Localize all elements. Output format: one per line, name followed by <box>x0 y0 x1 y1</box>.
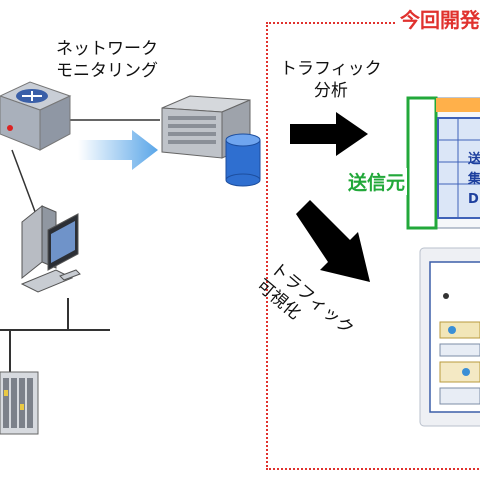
report-snippet: 送 集 D <box>468 150 480 210</box>
traffic-analysis-label: トラフィック 分析 <box>280 58 382 102</box>
sender-label: 送信元 <box>346 168 408 195</box>
analysis-arrow <box>290 112 368 156</box>
traffic-analysis-line2: 分析 <box>313 81 348 101</box>
network-monitoring-line2: モニタリング <box>56 61 158 81</box>
visualization-thumbnail <box>419 247 480 427</box>
workstation-icon <box>20 204 81 293</box>
report-snippet-2: 集 <box>468 172 480 187</box>
visualization-arrow <box>296 200 370 282</box>
equipment-rack-icon <box>0 371 39 435</box>
report-snippet-3: D <box>468 192 479 207</box>
development-scope-label: 今回開発 <box>396 4 480 33</box>
router-icon <box>0 81 72 151</box>
analysis-report-thumbnail <box>406 96 480 230</box>
network-monitoring-line1: ネットワーク <box>56 39 158 59</box>
report-snippet-1: 送 <box>468 152 480 167</box>
development-scope-frame <box>266 22 480 470</box>
flow-arrow <box>78 130 158 170</box>
network-monitoring-label: ネットワーク モニタリング <box>56 38 158 82</box>
traffic-analysis-line1: トラフィック <box>280 59 382 79</box>
database-icon <box>225 133 261 187</box>
